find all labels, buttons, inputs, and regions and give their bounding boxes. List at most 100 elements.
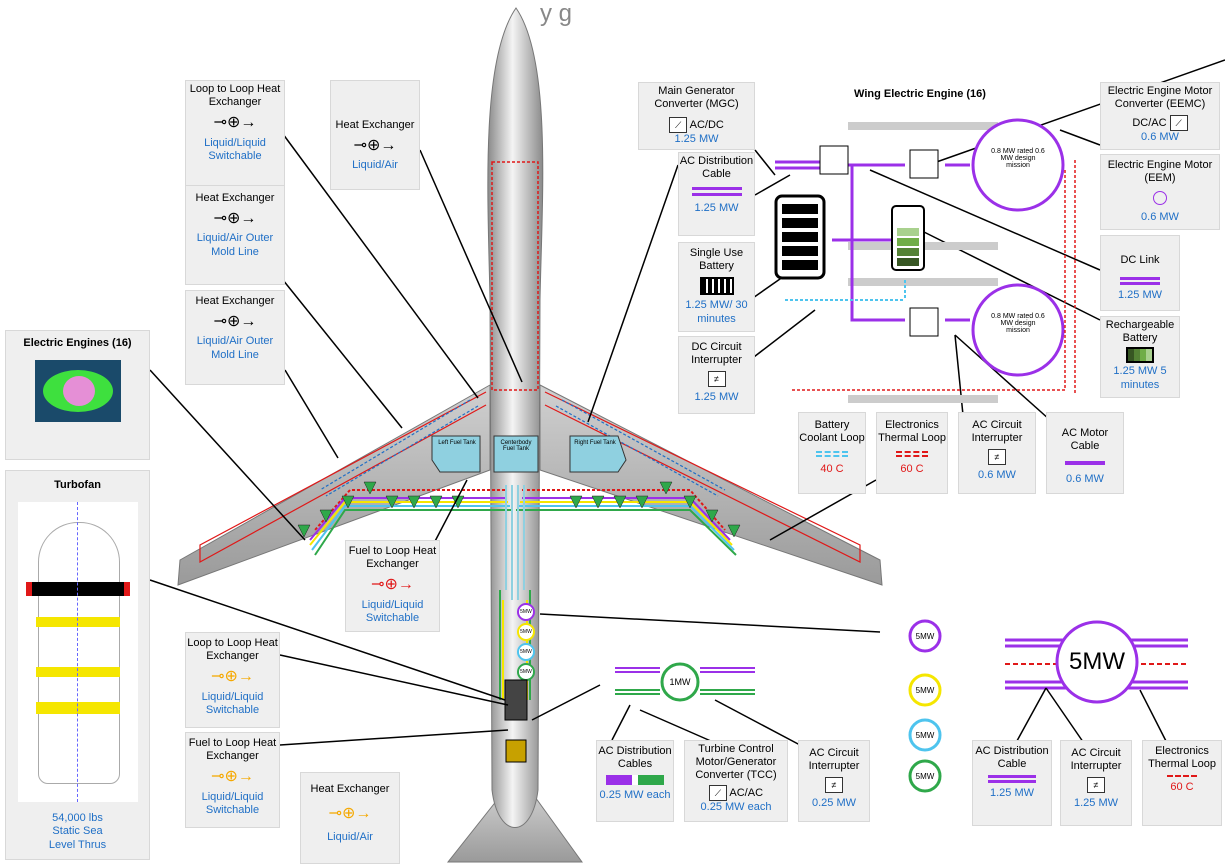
callout-title: Turbofan (6, 479, 149, 492)
callout-electric-engines: Electric Engines (16) (5, 330, 150, 460)
callout-hx-liquid-air-bottom: Heat Exchanger ⊸⊕→ Liquid/Air (300, 772, 400, 864)
thermal-icon (1167, 775, 1197, 777)
heat-exchanger-icon: ⊸⊕→ (186, 113, 284, 132)
converter-icon: ⟋ (709, 785, 727, 801)
battery-icon (1126, 347, 1154, 363)
recharge-callout: Rechargeable Battery 1.25 MW 5 minutes (1100, 316, 1180, 398)
wing-engine-title: Wing Electric Engine (16) (830, 88, 1010, 100)
tcmg-center: 1MW (668, 677, 692, 687)
interrupter-icon: ≠ (708, 371, 726, 387)
callout-sub: Liquid/Air Outer Mold Line (186, 232, 284, 258)
coolant-icon (816, 451, 848, 457)
callout-fuel-to-loop-bottom: Fuel to Loop Heat Exchanger ⊸⊕→ Liquid/L… (185, 732, 280, 828)
eem-callout: Electric Engine Motor (EEM) 0.6 MW (1100, 154, 1220, 230)
link-icon (1120, 277, 1160, 285)
electric-engine-image (35, 360, 121, 422)
callout-sub: Liquid/Air (301, 831, 399, 844)
tcmg-interrupter-callout: AC Circuit Interrupter ≠ 0.25 MW (798, 740, 870, 822)
ac-interrupter-value: 0.6 MW (959, 469, 1035, 482)
battery-title: Single Use Battery (679, 247, 754, 273)
cable-icon (988, 775, 1036, 783)
mgc-mode-text: AC/DC (690, 119, 724, 131)
mgc-title: Main Generator Converter (MGC) (639, 85, 754, 111)
coolant-title: Battery Coolant Loop (799, 419, 865, 445)
fuselage-gen-1: 5MW (518, 609, 534, 615)
tcmg-interrupter-value: 0.25 MW (799, 797, 869, 810)
main-gen-interrupter-title: AC Circuit Interrupter (1061, 747, 1131, 773)
callout-loop-to-loop-top: Loop to Loop Heat Exchanger ⊸⊕→ Liquid/L… (185, 80, 285, 190)
gen-set-unit-1: 5MW (912, 632, 938, 641)
callout-hx-liquid-air-top: Heat Exchanger ⊸⊕→ Liquid/Air (330, 80, 420, 190)
fuselage-gen-3: 5MW (518, 649, 534, 655)
converter-icon: ⟋ (669, 117, 687, 133)
coolant-callout: Battery Coolant Loop 40 C (798, 412, 866, 494)
interrupter-icon: ≠ (825, 777, 843, 793)
tcc-value: 0.25 MW each (685, 801, 787, 814)
eemc-value: 0.6 MW (1101, 131, 1219, 144)
motor-cable-callout: AC Motor Cable 0.6 MW (1046, 412, 1124, 494)
mgc-mode: ⟋ AC/DC (639, 117, 754, 133)
tcc-callout: Turbine Control Motor/Generator Converte… (684, 740, 788, 822)
mgc-callout: Main Generator Converter (MGC) ⟋ AC/DC 1… (638, 82, 755, 150)
interrupter-icon: ≠ (1087, 777, 1105, 793)
eem-title: Electric Engine Motor (EEM) (1101, 159, 1219, 185)
ac-cable-callout: AC Distribution Cable 1.25 MW (678, 152, 755, 236)
interrupter-icon: ≠ (988, 449, 1006, 465)
callout-title: Fuel to Loop Heat Exchanger (186, 737, 279, 763)
eemc-title: Electric Engine Motor Converter (EEMC) (1101, 85, 1219, 111)
tcmg-interrupter-title: AC Circuit Interrupter (799, 747, 869, 773)
callout-title: Heat Exchanger (186, 192, 284, 205)
motor-cable-value: 0.6 MW (1047, 473, 1123, 486)
callout-turbofan: Turbofan 54,000 lbs Static Sea Level Thr… (5, 470, 150, 860)
eemc-mode: DC/AC ⟋ (1101, 115, 1219, 131)
thermal-callout: Electronics Thermal Loop 60 C (876, 412, 948, 494)
tcmg-cables-value: 0.25 MW each (597, 789, 673, 802)
eem-value: 0.6 MW (1101, 211, 1219, 224)
main-gen-interrupter-callout: AC Circuit Interrupter ≠ 1.25 MW (1060, 740, 1132, 826)
recharge-value: 1.25 MW 5 minutes (1101, 365, 1179, 391)
callout-sub: Liquid/Air Outer Mold Line (186, 335, 284, 361)
callout-sub: Liquid/Liquid Switchable (346, 599, 439, 625)
thermal-title: Electronics Thermal Loop (877, 419, 947, 445)
callout-sub: Liquid/Liquid Switchable (186, 791, 279, 817)
ac-cable-value: 1.25 MW (679, 202, 754, 215)
thermal-value: 60 C (877, 463, 947, 476)
eemc-mode-text: DC/AC (1132, 117, 1166, 129)
main-gen-interrupter-value: 1.25 MW (1061, 797, 1131, 810)
mgc-value: 1.25 MW (639, 133, 754, 146)
center-fuel-tank: Centerbody Fuel Tank (495, 440, 537, 452)
ac-interrupter-callout: AC Circuit Interrupter ≠ 0.6 MW (958, 412, 1036, 494)
right-fuel-tank: Right Fuel Tank (574, 440, 616, 446)
ac-cable-title: AC Distribution Cable (679, 155, 754, 181)
callout-sub: Liquid/Liquid Switchable (186, 691, 279, 717)
motor-label-bottom: 0.8 MW rated 0.6 MW design mission (988, 313, 1048, 334)
battery-callout: Single Use Battery 1.25 MW/ 30 minutes (678, 242, 755, 332)
callout-title: Heat Exchanger (331, 119, 419, 132)
heat-exchanger-icon: ⊸⊕→ (186, 767, 279, 786)
battery-icon (700, 277, 734, 295)
turbofan-image (18, 502, 138, 802)
cables-icon (606, 775, 664, 785)
tcmg-cables-callout: AC Distribution Cables 0.25 MW each (596, 740, 674, 822)
fuselage-gen-4: 5MW (518, 669, 534, 675)
battery-value: 1.25 MW/ 30 minutes (679, 299, 754, 325)
cable-icon (692, 187, 742, 196)
tcmg-cables-title: AC Distribution Cables (597, 745, 673, 771)
gen-set-unit-3: 5MW (912, 731, 938, 740)
heat-exchanger-icon: ⊸⊕→ (186, 209, 284, 228)
coolant-value: 40 C (799, 463, 865, 476)
ac-interrupter-title: AC Circuit Interrupter (959, 419, 1035, 445)
main-gen-center: 5MW (1062, 648, 1132, 676)
main-gen-cable-title: AC Distribution Cable (973, 745, 1051, 771)
callout-title: Loop to Loop Heat Exchanger (186, 83, 284, 109)
callout-title: Heat Exchanger (186, 295, 284, 308)
eemc-callout: Electric Engine Motor Converter (EEMC) D… (1100, 82, 1220, 150)
cable-icon (1065, 461, 1105, 465)
gen-set-unit-4: 5MW (912, 772, 938, 781)
dc-link-callout: DC Link 1.25 MW (1100, 235, 1180, 311)
motor-cable-title: AC Motor Cable (1047, 427, 1123, 453)
header-fragment: y g (540, 0, 572, 28)
callout-title: Heat Exchanger (301, 783, 399, 796)
left-fuel-tank: Left Fuel Tank (436, 440, 478, 446)
